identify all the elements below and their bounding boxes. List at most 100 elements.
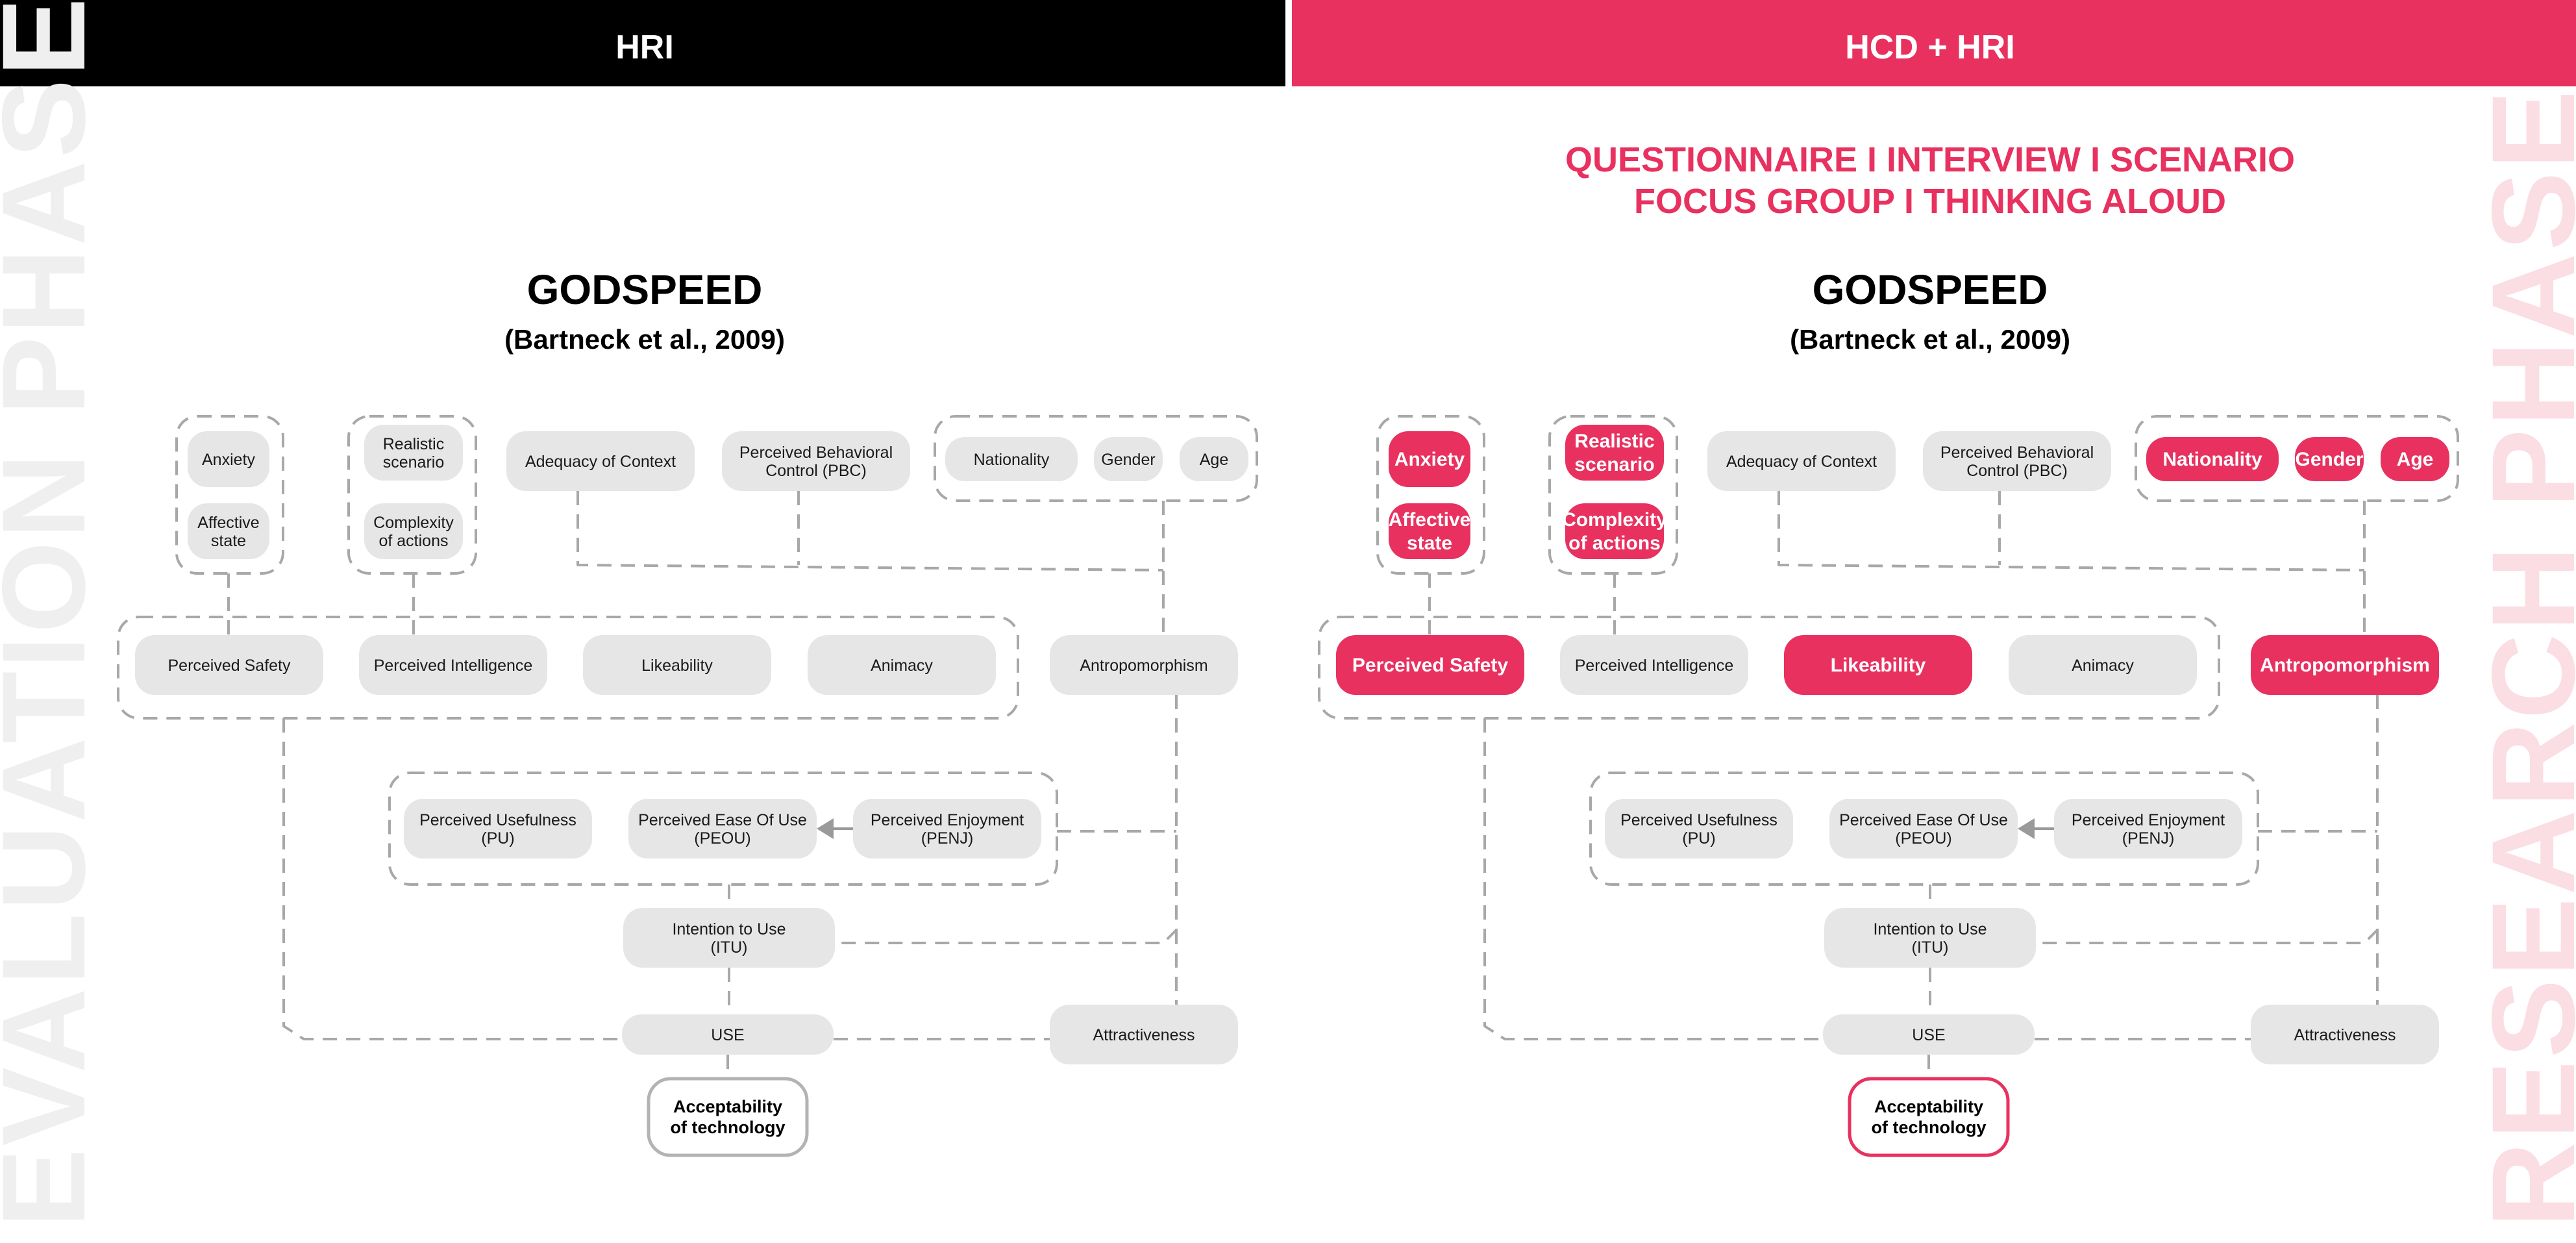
right-node-pbc <box>1923 431 2111 491</box>
right-node-label-itu: Intention to Use(ITU) <box>1873 920 1987 957</box>
left-node-text-nationality-0: Nationality <box>974 451 1050 469</box>
right-node-text-gender-0: Gender <box>2295 449 2363 470</box>
left-node-intelligence <box>359 635 547 695</box>
right-node-label-safety: Perceived Safety <box>1352 655 1508 676</box>
right-node-realistic <box>1565 425 1664 481</box>
right-node-label-intelligence: Perceived Intelligence <box>1575 657 1734 675</box>
left-node-text-pbc-1: Control (PBC) <box>765 462 867 480</box>
left-node-realistic <box>364 425 463 481</box>
left-node-label-nationality: Nationality <box>974 451 1050 469</box>
left-node-nationality <box>945 437 1078 481</box>
research-methods-line-2: FOCUS GROUP I THINKING ALOUD <box>1634 182 2226 221</box>
left-node-text-complexity-0: Complexity <box>373 514 454 532</box>
left-header-bar <box>0 0 1285 86</box>
right-node-text-itu-0: Intention to Use <box>1873 920 1987 938</box>
left-antropo-tam-link <box>834 695 1178 944</box>
right-node-label-adequacy: Adequacy of Context <box>1726 453 1877 471</box>
right-node-text-age-0: Age <box>2397 449 2434 470</box>
right-node-text-pu-1: (PU) <box>1682 829 1715 848</box>
left-node-text-gender-0: Gender <box>1101 451 1155 469</box>
right-node-text-peou-0: Perceived Ease Of Use <box>1839 811 2008 829</box>
right-node-label-attract: Attractiveness <box>2294 1026 2396 1044</box>
right-node-text-affective-1: state <box>1407 533 1452 554</box>
right-godspeed-dimensions-group <box>1318 616 2220 720</box>
right-node-anxiety <box>1389 431 1470 487</box>
right-node-use <box>1823 1014 2035 1055</box>
right-penj-peou-arrow-head <box>2018 818 2035 839</box>
right-node-text-realistic-1: scenario <box>1574 454 1654 475</box>
left-node-age <box>1180 437 1248 481</box>
left-node-label-likeability: Likeability <box>641 657 713 675</box>
right-diagram-citation: (Bartneck et al., 2009) <box>1790 324 2070 355</box>
right-node-text-penj-0: Perceived Enjoyment <box>2072 811 2225 829</box>
right-node-label-animacy: Animacy <box>2072 657 2134 675</box>
left-node-gender <box>1094 437 1163 481</box>
left-node-label-safety: Perceived Safety <box>168 657 291 675</box>
right-node-label-antropo: Antropomorphism <box>2260 655 2430 676</box>
left-header-title: HRI <box>615 29 674 66</box>
left-node-antropo <box>1050 635 1238 695</box>
right-node-accept <box>1848 1077 2010 1157</box>
left-emotion-group <box>175 415 284 575</box>
left-node-text-use-0: USE <box>711 1026 744 1044</box>
right-node-label-gender: Gender <box>2295 449 2363 470</box>
left-connectors <box>117 415 1258 1079</box>
right-node-label-anxiety: Anxiety <box>1394 449 1465 470</box>
right-header-title: HCD + HRI <box>1845 29 2014 66</box>
right-node-label-use: USE <box>1912 1026 1945 1044</box>
left-node-use <box>622 1014 834 1055</box>
right-node-text-attract-0: Attractiveness <box>2294 1026 2396 1044</box>
left-penj-peou-arrow-head <box>817 818 834 839</box>
left-node-text-age-0: Age <box>1200 451 1228 469</box>
left-node-text-penj-0: Perceived Enjoyment <box>871 811 1024 829</box>
right-node-label-nationality: Nationality <box>2162 449 2262 470</box>
right-node-adequacy <box>1707 431 1896 491</box>
right-node-text-antropo-0: Antropomorphism <box>2260 655 2430 676</box>
left-node-complexity <box>364 503 463 559</box>
left-node-text-pbc-0: Perceived Behavioral <box>739 444 893 462</box>
right-node-animacy <box>2009 635 2197 695</box>
right-node-text-intelligence-0: Perceived Intelligence <box>1575 657 1734 675</box>
right-node-affective <box>1389 503 1470 559</box>
right-node-text-affective-0: Affective <box>1389 509 1471 531</box>
right-node-text-anxiety-0: Anxiety <box>1394 449 1465 470</box>
right-node-attract <box>2251 1005 2439 1064</box>
right-node-text-pbc-1: Control (PBC) <box>1966 462 2068 480</box>
right-demographics-group <box>2135 415 2459 502</box>
right-node-complexity <box>1565 503 1664 559</box>
left-node-anxiety <box>188 431 269 487</box>
right-header-bar <box>1292 0 2576 86</box>
left-node-label-age: Age <box>1200 451 1228 469</box>
left-node-penj <box>853 799 1041 859</box>
left-node-text-itu-0: Intention to Use <box>672 920 786 938</box>
right-node-text-adequacy-0: Adequacy of Context <box>1726 453 1877 471</box>
left-node-text-attract-0: Attractiveness <box>1093 1026 1195 1044</box>
left-node-pbc <box>722 431 910 491</box>
right-context-pbc-link <box>1777 491 2365 571</box>
left-node-text-pu-0: Perceived Usefulness <box>419 811 576 829</box>
left-node-label-gender: Gender <box>1101 451 1155 469</box>
left-node-text-animacy-0: Animacy <box>871 657 933 675</box>
right-node-likeability <box>1784 635 1972 695</box>
right-node-label-pu: Perceived Usefulness(PU) <box>1620 811 1777 848</box>
right-antropo-tam-link <box>2035 695 2379 944</box>
left-node-affective <box>188 503 269 559</box>
right-node-text-realistic-0: Realistic <box>1574 431 1654 452</box>
left-node-label-use: USE <box>711 1026 744 1044</box>
left-node-text-anxiety-0: Anxiety <box>202 451 255 469</box>
right-node-text-use-0: USE <box>1912 1026 1945 1044</box>
right-tam-group <box>1589 772 2259 886</box>
left-node-peou <box>628 799 817 859</box>
right-emotion-group <box>1376 415 1485 575</box>
left-node-text-penj-1: (PENJ) <box>921 829 974 848</box>
right-node-label-peou: Perceived Ease Of Use(PEOU) <box>1839 811 2008 848</box>
left-node-text-realistic-0: Realistic <box>383 435 444 453</box>
